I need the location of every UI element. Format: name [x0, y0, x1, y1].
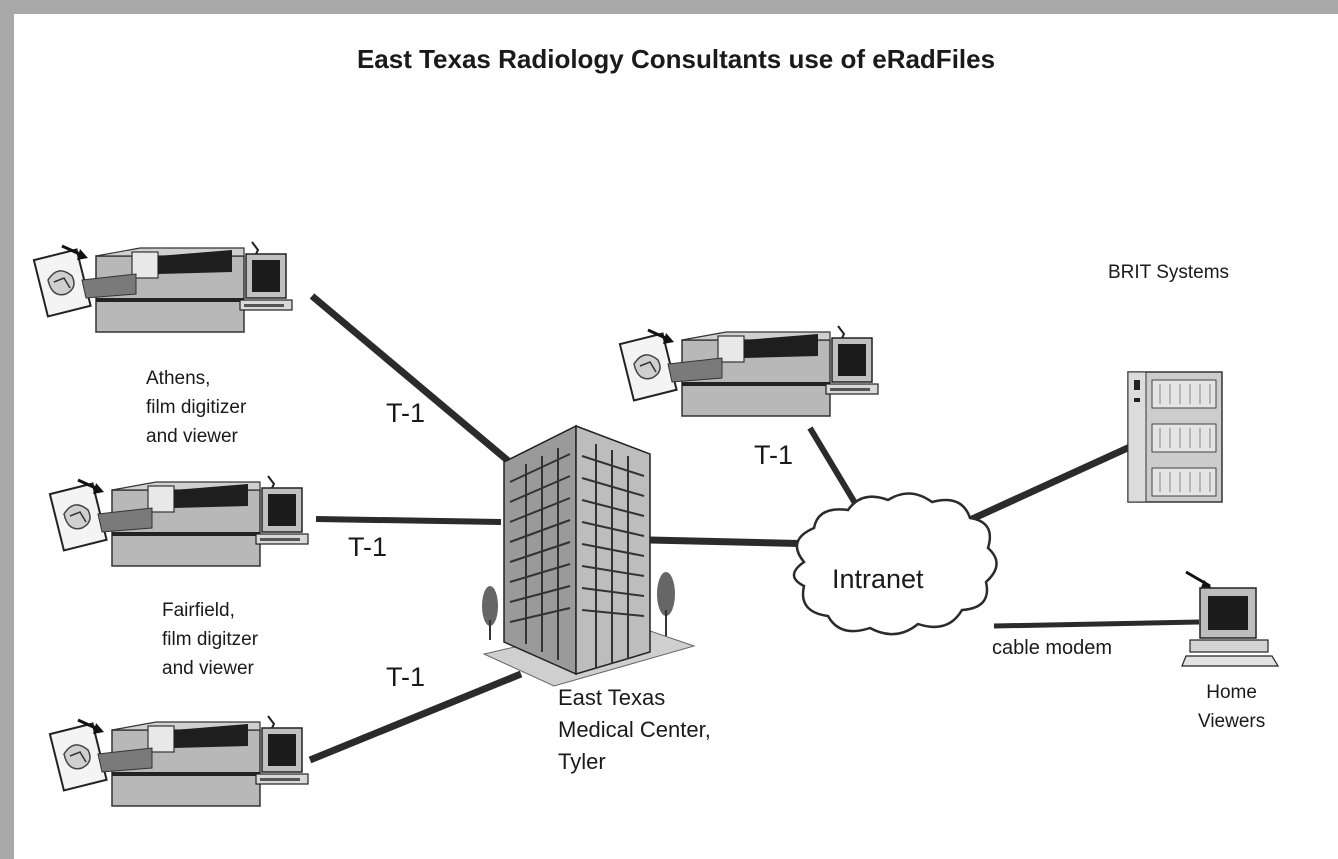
diagram-canvas: East Texas Radiology Consultants use of … [14, 14, 1338, 859]
athens-label-line-3: and viewer [146, 426, 238, 447]
diagram-title: East Texas Radiology Consultants use of … [356, 44, 996, 74]
right-workstation [618, 324, 880, 418]
home-viewers-label: Home Viewers [1198, 678, 1265, 736]
athens-site-label: Athens, film digitizer and viewer [146, 364, 246, 451]
hospital-label: East Texas Medical Center, Tyler [558, 682, 711, 778]
hospital-label-line-1: East Texas [558, 685, 666, 710]
hospital-building-icon [482, 424, 696, 687]
fairfield-site-label: Fairfield, film digitzer and viewer [162, 596, 258, 683]
t1-label-bottom: T-1 [386, 662, 426, 692]
connection-lines [308, 293, 1200, 764]
link-middle-site [315, 516, 502, 525]
intranet-cloud-icon [792, 492, 998, 636]
home-label-line-1: Home [1206, 682, 1257, 703]
fairfield-label-line-3: and viewer [162, 658, 254, 679]
network-diagram [32, 240, 1280, 808]
t1-label-right: T-1 [754, 440, 794, 470]
brit-systems-label: BRIT Systems [1108, 262, 1230, 283]
link-brit [946, 442, 1134, 534]
athens-label-line-1: Athens, [146, 368, 211, 389]
home-computer-icon [1181, 570, 1280, 667]
hospital-label-line-3: Tyler [558, 749, 606, 774]
link-athens [309, 293, 522, 473]
athens-workstation [32, 240, 294, 334]
intranet-label: Intranet [832, 564, 924, 594]
fairfield-label-line-2: film digitzer [162, 629, 259, 650]
athens-label-line-2: film digitizer [146, 397, 247, 418]
hospital-label-line-2: Medical Center, [558, 717, 711, 742]
middle-workstation [48, 474, 310, 568]
fairfield-workstation [48, 714, 310, 808]
t1-label-middle: T-1 [348, 532, 388, 562]
link-hospital-intranet [649, 536, 821, 548]
link-cable [993, 619, 1200, 629]
t1-label-top: T-1 [386, 398, 426, 428]
fairfield-label-line-1: Fairfield, [162, 600, 235, 621]
cable-modem-label: cable modem [992, 637, 1113, 659]
home-label-line-2: Viewers [1198, 711, 1266, 732]
link-fairfield [308, 670, 523, 764]
brit-server-icon [1127, 371, 1223, 503]
